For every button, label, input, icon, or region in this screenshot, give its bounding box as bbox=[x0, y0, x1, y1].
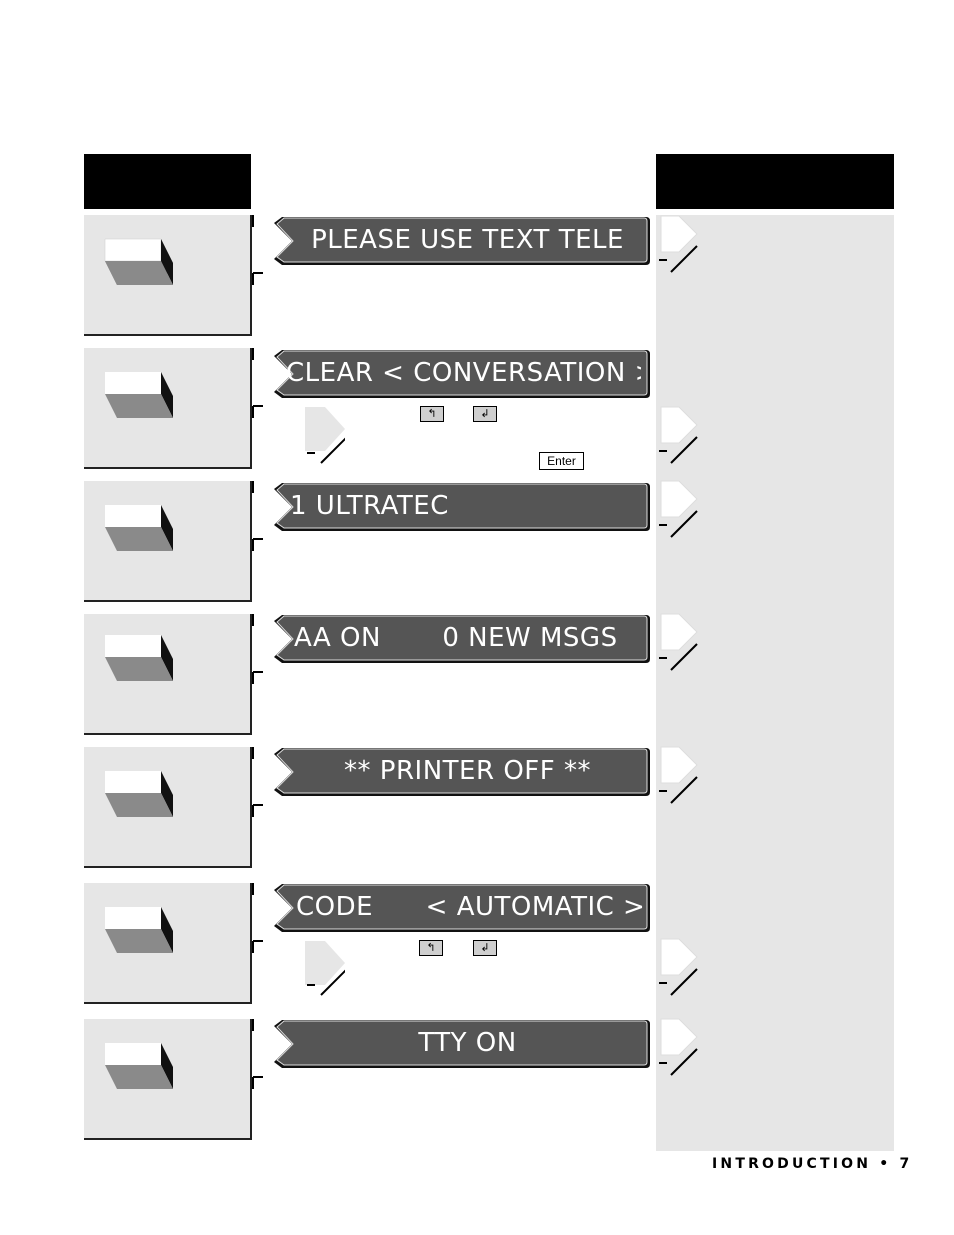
keyboard-key-icon bbox=[104, 238, 173, 285]
scroll-up-key-icon: ↰ bbox=[419, 940, 443, 956]
keyboard-key-icon bbox=[105, 372, 173, 418]
lcd-display-3: 1 ULTRATEC bbox=[274, 481, 651, 532]
pointer-arrow-icon bbox=[659, 215, 698, 273]
scroll-up-key-icon: ↰ bbox=[420, 406, 444, 422]
pointer-arrow-icon bbox=[659, 480, 698, 538]
lcd-display-7: TTY ON bbox=[274, 1018, 651, 1069]
footer-separator: • bbox=[879, 1156, 892, 1172]
display-text: CODE < AUTOMATIC > bbox=[296, 892, 646, 922]
enter-key-icon: Enter bbox=[539, 452, 584, 470]
display-text: 1 ULTRATEC bbox=[290, 491, 449, 521]
right-column-header-bar bbox=[656, 154, 894, 209]
scroll-down-key-icon: ↲ bbox=[473, 406, 497, 422]
display-text: TTY ON bbox=[418, 1028, 517, 1058]
pointer-arrow-icon bbox=[659, 746, 698, 804]
keyboard-key-icon bbox=[105, 907, 173, 953]
display-text: ** PRINTER OFF ** bbox=[344, 756, 591, 786]
page-footer: INTRODUCTION • 7 bbox=[712, 1156, 909, 1176]
section-name: INTRODUCTION bbox=[712, 1156, 872, 1172]
display-text: PLEASE USE TEXT TELE bbox=[311, 225, 624, 255]
connector-marks bbox=[252, 215, 263, 1089]
lcd-display-6: CODE < AUTOMATIC > bbox=[274, 882, 651, 933]
pointer-arrow-icon bbox=[659, 613, 698, 671]
keyboard-key-icon bbox=[105, 505, 173, 551]
pointer-arrow-icon bbox=[659, 938, 698, 996]
scroll-down-key-icon: ↲ bbox=[473, 940, 497, 956]
keyboard-key-icon bbox=[105, 635, 173, 681]
lcd-display-4: AA ON 0 NEW MSGS bbox=[274, 613, 651, 664]
display-text: AA ON 0 NEW MSGS bbox=[294, 623, 618, 653]
left-column-header-bar bbox=[84, 154, 251, 209]
pointer-arrow-icon bbox=[659, 406, 698, 464]
pointer-arrow-icon bbox=[659, 1018, 698, 1076]
lcd-display-2: CLEAR < CONVERSATION > bbox=[274, 348, 651, 399]
step-arrow-icon bbox=[305, 941, 345, 996]
lcd-display-1: PLEASE USE TEXT TELE bbox=[274, 215, 651, 266]
keyboard-key-icon bbox=[105, 771, 173, 817]
display-text: CLEAR < CONVERSATION > bbox=[286, 358, 641, 388]
step-arrow-icon bbox=[305, 407, 345, 464]
page-number: 7 bbox=[899, 1156, 913, 1172]
keyboard-key-icon bbox=[105, 1043, 173, 1089]
lcd-display-5: ** PRINTER OFF ** bbox=[274, 746, 651, 797]
description-column bbox=[656, 215, 894, 1151]
